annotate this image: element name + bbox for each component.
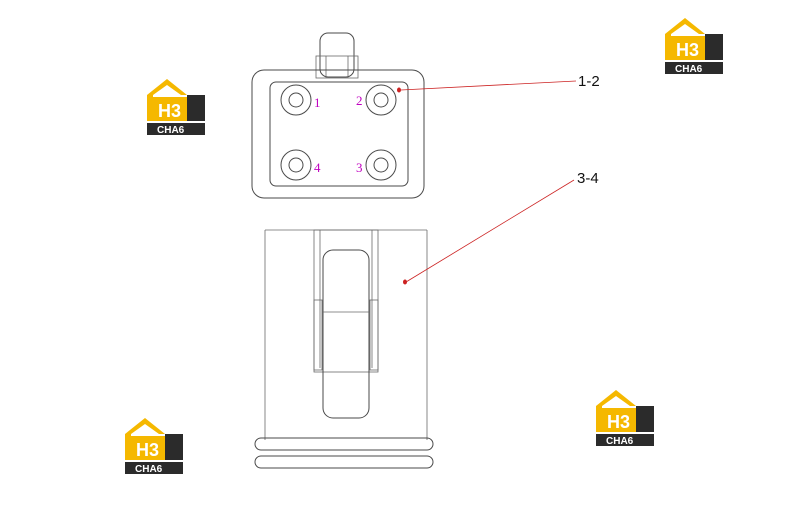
callout-1-2: 1-2 [397, 73, 600, 93]
hole-label-4: 4 [314, 160, 321, 175]
lower-body [254, 229, 434, 469]
watermark-logo: H3 CHA6 [596, 390, 654, 447]
svg-text:H3: H3 [136, 440, 159, 460]
svg-text:CHA6: CHA6 [606, 436, 634, 447]
svg-text:H3: H3 [676, 40, 699, 60]
hole-4 [280, 149, 312, 181]
hole-3 [365, 149, 397, 181]
hole-2 [365, 84, 397, 116]
svg-text:H3: H3 [607, 412, 630, 432]
hole-label-2: 2 [356, 93, 363, 108]
watermark-logo: H3 CHA6 [125, 418, 183, 475]
hole-label-1: 1 [314, 95, 321, 110]
svg-text:CHA6: CHA6 [157, 125, 185, 136]
svg-text:CHA6: CHA6 [135, 464, 163, 475]
hole-1 [280, 84, 312, 116]
callout-label-3-4: 3-4 [577, 170, 599, 187]
svg-text:CHA6: CHA6 [675, 64, 703, 75]
top-plate: 1 2 3 4 [251, 32, 425, 199]
callout-label-1-2: 1-2 [578, 73, 600, 90]
svg-text:H3: H3 [158, 101, 181, 121]
hole-label-3: 3 [356, 160, 363, 175]
watermark-logo: H3 CHA6 [147, 79, 205, 136]
callout-3-4: 3-4 [403, 170, 599, 285]
watermark-logo: H3 CHA6 [665, 18, 723, 75]
